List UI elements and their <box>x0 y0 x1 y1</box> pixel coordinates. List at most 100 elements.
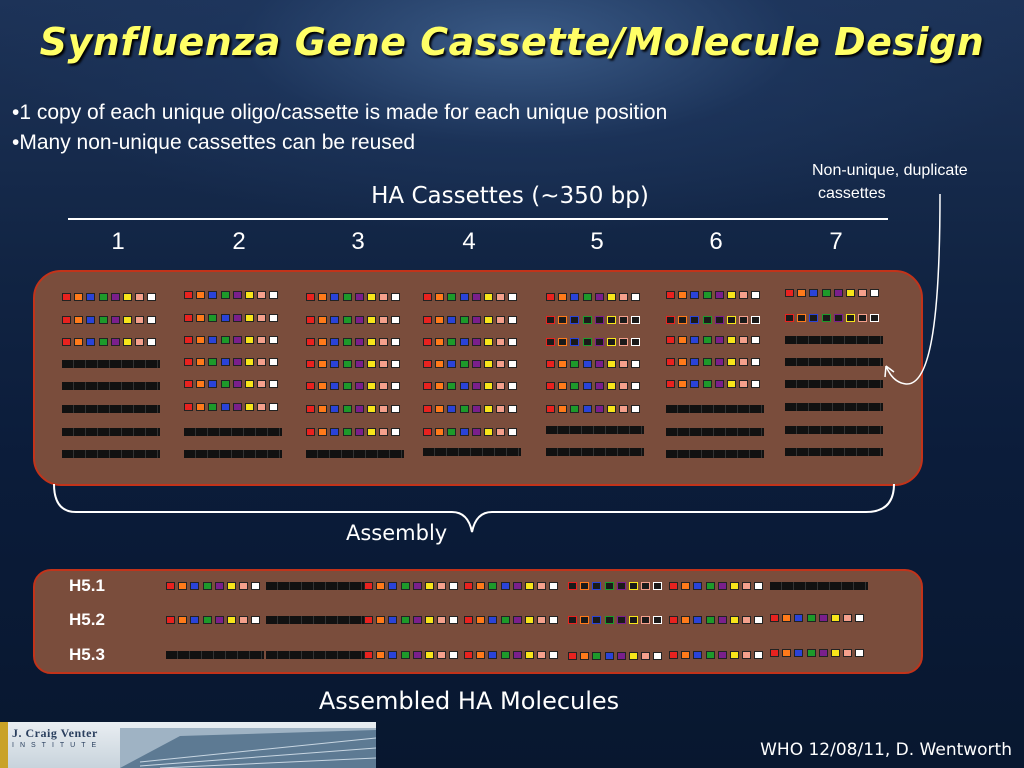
cassette-segment <box>666 336 675 344</box>
cassette-segment <box>484 338 493 346</box>
cassette-segment <box>558 405 568 413</box>
cassette-segment <box>459 316 469 324</box>
cassette-segment <box>754 582 764 590</box>
cassette-segment <box>751 291 761 299</box>
cassette-segment <box>641 652 651 660</box>
cassette-non-unique <box>423 448 521 456</box>
logo-accent-bar <box>0 722 8 768</box>
cassette-segment <box>232 291 242 299</box>
cassette-colored <box>568 582 666 591</box>
cassette-segment <box>512 616 522 624</box>
cassette-segment <box>318 338 328 346</box>
cassette-segment <box>678 358 688 366</box>
cassette-segment <box>435 382 445 390</box>
cassette-segment <box>364 651 373 659</box>
cassette-segment <box>690 336 700 344</box>
cassette-segment <box>208 358 218 366</box>
cassette-segment <box>306 405 315 413</box>
cassette-segment <box>702 380 712 388</box>
cassette-segment <box>425 582 434 590</box>
cassette-colored <box>62 293 160 302</box>
cassette-colored <box>423 293 521 302</box>
cassette-colored <box>184 336 282 345</box>
cassette-segment <box>607 338 616 346</box>
cassette-colored <box>666 380 764 389</box>
cassette-segment <box>239 582 249 590</box>
note-line-1: Non-unique, duplicate <box>812 162 968 179</box>
cassette-segment <box>245 291 254 299</box>
cassette-segment <box>464 651 473 659</box>
cassette-segment <box>690 380 700 388</box>
cassette-segment <box>232 380 242 388</box>
cassette-segment <box>412 582 422 590</box>
cassette-segment <box>435 428 445 436</box>
cassette-segment <box>484 405 493 413</box>
cassette-segment <box>702 336 712 344</box>
cassette-segment <box>214 582 224 590</box>
cassette-segment <box>220 314 230 322</box>
cassette-segment <box>449 651 459 659</box>
cassette-segment <box>693 616 703 624</box>
cassette-segment <box>669 616 678 624</box>
cassette-segment <box>208 336 218 344</box>
cassette-segment <box>245 336 254 344</box>
cassette-segment <box>512 582 522 590</box>
cassette-segment <box>797 314 807 322</box>
cassette-segment <box>471 316 481 324</box>
cassette-segment <box>208 403 218 411</box>
cassette-segment <box>870 314 880 322</box>
cassette-segment <box>631 316 641 324</box>
cassette-non-unique <box>266 616 364 624</box>
cassette-segment <box>342 293 352 301</box>
cassette-non-unique <box>785 380 883 388</box>
cassette-segment <box>459 405 469 413</box>
cassette-segment <box>678 380 688 388</box>
cassette-segment <box>484 316 493 324</box>
cassette-segment <box>306 293 315 301</box>
cassette-segment <box>821 289 831 297</box>
cassette-colored <box>546 293 644 302</box>
cassette-segment <box>525 582 534 590</box>
cassette-segment <box>549 651 559 659</box>
cassette-segment <box>437 651 447 659</box>
cassette-segment <box>537 651 547 659</box>
cassette-segment <box>641 616 651 624</box>
cassette-colored <box>669 582 767 591</box>
cassette-segment <box>257 358 267 366</box>
cassette-segment <box>251 582 261 590</box>
cassette-segment <box>435 360 445 368</box>
cassette-segment <box>681 616 691 624</box>
cassette-segment <box>558 338 568 346</box>
cassette-segment <box>846 314 855 322</box>
cassette-segment <box>496 382 506 390</box>
cassette-segment <box>616 616 626 624</box>
cassette-non-unique <box>184 428 282 436</box>
cassette-segment <box>379 338 389 346</box>
cassette-segment <box>831 614 840 622</box>
cassette-colored <box>364 651 462 660</box>
cassette-segment <box>147 338 157 346</box>
cassette-segment <box>546 338 555 346</box>
column-number-4: 4 <box>462 228 476 255</box>
column-number-7: 7 <box>829 228 843 255</box>
cassette-segment <box>619 316 629 324</box>
cassette-segment <box>570 293 580 301</box>
cassette-colored <box>423 428 521 437</box>
cassette-segment <box>306 428 315 436</box>
cassette-colored <box>306 360 404 369</box>
cassette-non-unique <box>546 426 644 434</box>
cassette-segment <box>666 291 675 299</box>
cassette-non-unique <box>62 405 160 413</box>
cassette-segment <box>269 403 279 411</box>
cassette-segment <box>870 289 880 297</box>
cassette-segment <box>702 358 712 366</box>
cassette-segment <box>594 382 604 390</box>
cassette-segment <box>196 314 206 322</box>
cassette-segment <box>570 360 580 368</box>
cassette-segment <box>782 614 792 622</box>
cassette-segment <box>330 293 340 301</box>
cassette-segment <box>742 582 752 590</box>
cassette-segment <box>391 338 401 346</box>
cassette-segment <box>594 293 604 301</box>
cassette-colored <box>770 649 868 658</box>
